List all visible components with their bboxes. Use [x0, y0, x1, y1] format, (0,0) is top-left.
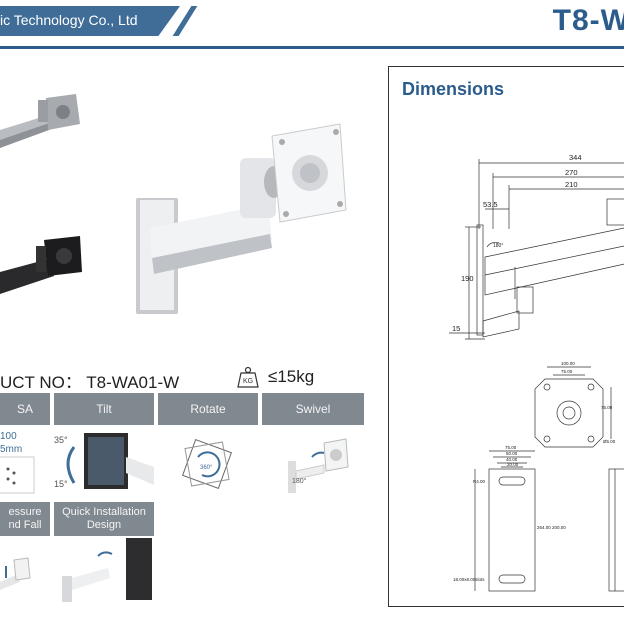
dim-plate-hole: Ø5.00 [603, 439, 616, 444]
feature-header-swivel: Swivel [262, 393, 364, 425]
dim-top-344: 344 [569, 153, 582, 162]
product-number-code: T8-WA01-W [86, 373, 180, 392]
vesa-cell: 100 5mm [0, 427, 50, 499]
dim-plate-100: 100.00 [561, 361, 575, 366]
feature-header-pressure: essure nd Fall [0, 502, 50, 536]
header: ic Technology Co., Ltd T8-W [0, 0, 624, 50]
tilt-image: 35° 15° [54, 433, 154, 489]
dim-side-15: 15 [452, 324, 460, 333]
dim-bracket-radius: R4.00 [473, 479, 486, 484]
dim-bracket-40: 40.00 [506, 457, 518, 462]
dim-plate-75-side: 75.00 [601, 405, 613, 410]
white-arm-image [136, 123, 347, 314]
quick-install-image [62, 538, 152, 602]
tilt-angle-down: 15° [54, 479, 68, 489]
weight-icon-text: KG [243, 378, 253, 385]
feature-header-rotate: Rotate [158, 393, 258, 425]
dim-bracket-slots: 18.00x8.00slots [453, 577, 485, 582]
dim-side-190: 190 [461, 274, 474, 283]
dim-bracket-75: 75.00 [505, 445, 517, 450]
dim-angle: 180° [493, 243, 503, 249]
dimensions-title: Dimensions [402, 79, 505, 99]
silver-arm-image [0, 94, 80, 148]
feature-header-tilt: Tilt [54, 393, 154, 425]
model-title: T8-W [552, 4, 624, 37]
dim-bracket-height: 264.00 200.00 [537, 525, 566, 530]
rotate-angle: 360° [200, 465, 213, 471]
company-name: ic Technology Co., Ltd [0, 12, 138, 28]
dim-top-270: 270 [565, 168, 578, 177]
dim-plate-75-top: 75.00 [561, 369, 573, 374]
feature-header-vesa: SA [0, 393, 50, 425]
tilt-angle-up: 35° [54, 435, 68, 445]
header-rule [0, 46, 624, 49]
weight-icon: KG [237, 366, 259, 388]
swivel-image: 180° [288, 438, 349, 493]
product-number-label: UCT NO： [0, 373, 82, 392]
dimensions-panel: Dimensions [388, 66, 624, 607]
swivel-angle: 180° [292, 477, 307, 485]
dim-top-210: 210 [565, 180, 578, 189]
dimensions-drawing: 344 270 210 53.5 190 15 180° 100.00 75.0… [449, 153, 624, 592]
dim-top-53: 53.5 [483, 200, 498, 209]
rotate-image: 360° [182, 439, 232, 489]
pressure-image [0, 557, 31, 590]
dim-bracket-50: 50.00 [506, 451, 518, 456]
dim-bracket-20: 20.00 [507, 462, 519, 467]
vesa-text-2: 5mm [0, 444, 23, 455]
vesa-text-1: 100 [0, 431, 17, 442]
max-weight: ≤15kg [268, 367, 315, 386]
product-number: UCT NO： T8-WA01-W [0, 368, 179, 393]
black-arm-image [0, 236, 82, 294]
company-banner [0, 6, 180, 36]
feature-header-quick-install: Quick Installation Design [54, 502, 154, 536]
